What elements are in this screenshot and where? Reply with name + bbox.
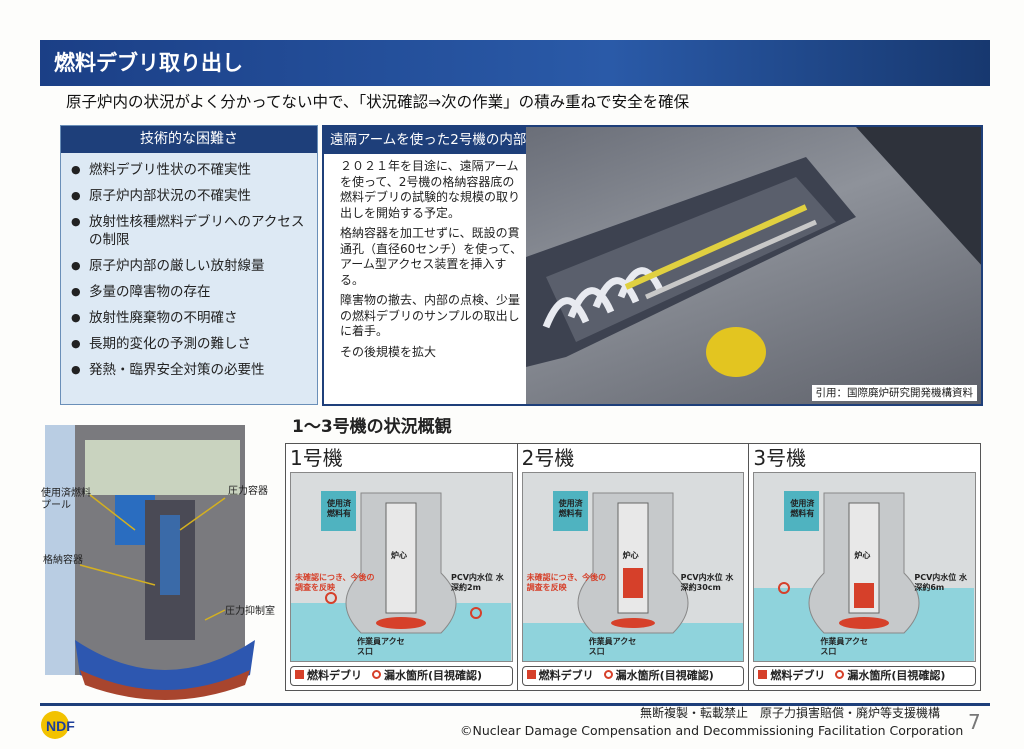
inspection-paragraph: 格納容器を加工せずに、既設の貫通孔（直径60センチ）を使って、アーム型アクセス装… [340,226,523,287]
pool-label: 使用済燃料有 [790,499,815,518]
footer-divider [40,703,990,706]
water-level-label: PCV内水位 水深約6m [914,573,968,592]
unit-name: 2号機 [521,446,575,470]
difficulties-box: 技術的な困難さ 燃料デブリ性状の不確実性 原子炉内部状況の不確実性 放射性核種燃… [60,125,318,405]
inspection-box: 遠隔アームを使った2号機の内部点検 ２０２１年を目途に、遠隔アームを使って、2号… [322,125,983,406]
legend-leak: 漏水箇所(目視確認) [384,669,483,682]
overview-title: 1～3号機の状況概観 [292,417,452,437]
svg-text:NDF: NDF [46,718,75,734]
slide-title: 燃料デブリ取り出し [40,40,990,86]
debris-legend-icon [295,670,304,679]
list-item: 放射性廃棄物の不明確さ [71,309,311,327]
note-label: 未確認につき、今後の調査を反映 [526,573,607,592]
unit-legend: 燃料デブリ 漏水箇所(目視確認) [521,666,745,686]
slide-subtitle: 原子炉内の状況がよく分かってない中で、「状況確認⇒次の作業」の積み重ねで安全を確… [66,93,690,111]
remote-arm-image: 引用：国際廃炉研究開発機構資料 [526,127,981,404]
pool-label: 使用済燃料有 [558,499,583,518]
unit-diagram: 使用済燃料有 炉心 未確認につき、今後の調査を反映 PCV内水位 水深約2m 作… [290,472,513,662]
copyright-notice: 無断複製・転載禁止 原子力損害賠償・廃炉等支援機構 [639,706,940,720]
difficulties-header: 技術的な困難さ [61,126,317,153]
legend-leak: 漏水箇所(目視確認) [847,669,946,682]
unit-panel-3: 3号機 使用済燃料有 炉心 PCV内水位 水深約6m 作業員アクセス口 燃料デブ… [749,444,980,690]
unit-diagram: 使用済燃料有 炉心 未確認につき、今後の調査を反映 PCV内水位 水深約30cm… [521,472,745,662]
access-label: 作業員アクセス口 [357,637,405,656]
water-level-label: PCV内水位 水深約30cm [680,573,734,592]
leak-legend-icon [603,670,613,679]
pool-label: 使用済燃料プール [41,488,91,511]
unit-legend: 燃料デブリ 漏水箇所(目視確認) [753,666,977,686]
list-item: 長期的変化の予測の難しさ [71,335,311,353]
leak-legend-icon [372,670,381,679]
core-label: 炉心 [854,551,871,560]
legend-debris: 燃料デブリ [770,669,826,682]
suppression-chamber-label: 圧力抑制室 [225,606,275,617]
units-overview: 1号機 使用済燃料有 炉心 未確認につき、今後の調査を反映 PCV内水位 水深約… [285,443,981,691]
inspection-header: 遠隔アームを使った2号機の内部点検 [324,127,526,154]
page-number: 7 [968,710,981,734]
access-label: 作業員アクセス口 [820,637,868,656]
core-label: 炉心 [391,551,407,560]
list-item: 燃料デブリ性状の不確実性 [71,161,311,179]
list-item: 多量の障害物の存在 [71,283,311,301]
unit-name: 1号機 [290,446,343,470]
access-label: 作業員アクセス口 [588,637,637,656]
unit-name: 3号機 [753,446,807,470]
list-item: 原子炉内部状況の不確実性 [71,187,311,205]
note-label: 未確認につき、今後の調査を反映 [295,573,375,592]
leak-legend-icon [835,670,845,679]
inspection-paragraph: 障害物の撤去、内部の点検、少量の燃料デブリのサンプルの取出しに着手。 [340,293,521,338]
unit-legend: 燃料デブリ 漏水箇所(目視確認) [290,666,513,686]
ndf-logo: NDF [40,710,96,740]
debris-legend-icon [526,670,536,679]
inspection-paragraph: その後規模を拡大 [340,344,437,359]
debris-legend-icon [758,670,768,679]
pool-label: 使用済燃料有 [327,499,351,518]
water-level-label: PCV内水位 水深約2m [451,573,504,592]
legend-debris: 燃料デブリ [538,669,594,682]
inspection-paragraph: ２０２１年を目途に、遠隔アームを使って、2号機の格納容器底の燃料デブリの試験的な… [340,159,521,220]
legend-leak: 漏水箇所(目視確認) [615,669,714,682]
list-item: 放射性核種燃料デブリへのアクセスの制限 [71,213,311,249]
organization-name: ©Nuclear Damage Compensation and Decommi… [460,723,964,738]
core-label: 炉心 [622,551,639,560]
citation: 引用：国際廃炉研究開発機構資料 [811,385,977,401]
unit-panel-2: 2号機 使用済燃料有 炉心 未確認につき、今後の調査を反映 PCV内水位 水深約… [518,444,750,690]
unit-panel-1: 1号機 使用済燃料有 炉心 未確認につき、今後の調査を反映 PCV内水位 水深約… [286,444,518,690]
containment-label: 格納容器 [43,555,83,566]
legend-debris: 燃料デブリ [307,669,362,682]
pressure-vessel-label: 圧力容器 [228,486,268,497]
reactor-building-image: 使用済燃料プール 圧力容器 格納容器 圧力抑制室 [35,420,285,700]
unit-diagram: 使用済燃料有 炉心 PCV内水位 水深約6m 作業員アクセス口 [753,472,977,662]
list-item: 発熱・臨界安全対策の必要性 [71,361,311,379]
list-item: 原子炉内部の厳しい放射線量 [71,257,311,275]
